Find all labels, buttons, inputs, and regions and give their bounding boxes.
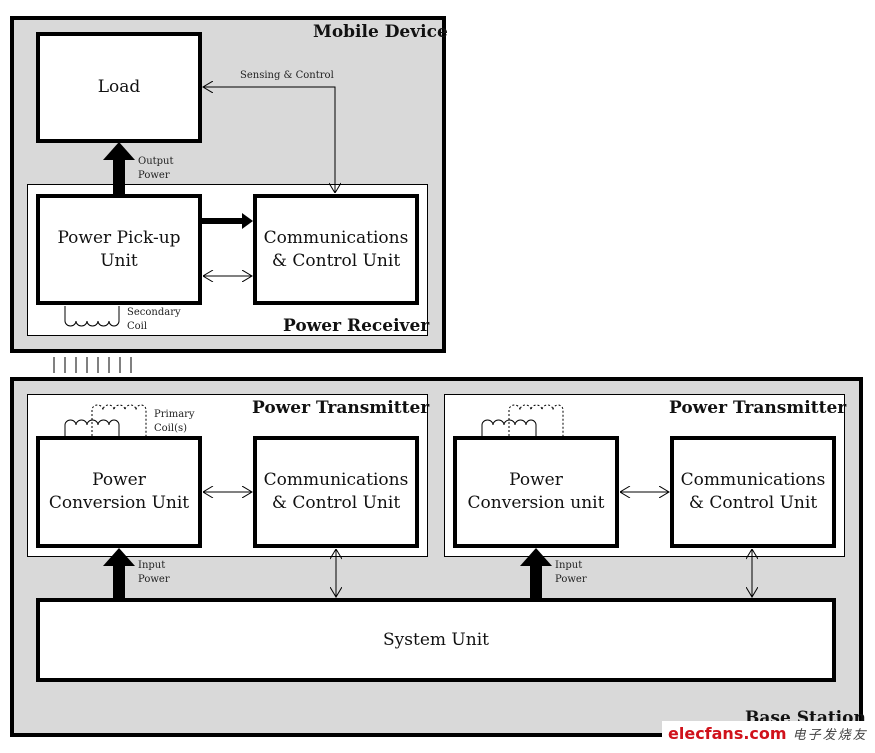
load-label: Load: [97, 77, 141, 97]
primary-coil-2-icon: [481, 404, 564, 436]
input-power-1-label: Input Power: [138, 560, 170, 585]
receiver-comms-control-unit-label: Communications & Control Unit: [263, 227, 409, 271]
magnetic-field-lines: [53, 357, 132, 373]
watermark-brand: elecfans.com: [668, 723, 787, 743]
transmitter-2-comms-control-unit-block: Communications & Control Unit: [670, 436, 836, 548]
transmitter-1-comms-control-unit-label: Communications & Control Unit: [263, 470, 409, 513]
primary-coil-1-icon: [64, 404, 147, 436]
input-power-1-arrow: [103, 548, 135, 598]
receiver-comms-control-unit-block: Communications & Control Unit: [253, 194, 419, 305]
transmitter-1-comms-control-unit-block: Communications & Control Unit: [253, 436, 419, 548]
power-pickup-unit-label: Power Pick-up Unit: [57, 227, 181, 271]
sensing-control-connector: [203, 87, 335, 193]
power-conversion-unit-2-label: Power Conversion unit: [467, 470, 605, 513]
power-conversion-unit-2-block: Power Conversion unit: [453, 436, 619, 548]
watermark-chinese: 电子发烧友: [792, 727, 868, 743]
secondary-coil-label: Secondary Coil: [127, 307, 181, 332]
output-power-label: Output Power: [138, 156, 174, 181]
watermark: elecfans.com 电子发烧友: [662, 721, 868, 745]
power-to-comms-arrow: [202, 213, 253, 229]
secondary-coil-icon: [64, 306, 120, 327]
power-pickup-unit-block: Power Pick-up Unit: [36, 194, 202, 305]
load-block: Load: [36, 32, 202, 143]
power-conversion-unit-1-block: Power Conversion Unit: [36, 436, 202, 548]
output-power-arrow: [103, 142, 135, 194]
power-receiver-title: Power Receiver: [283, 316, 430, 336]
power-transmitter-1-title: Power Transmitter: [252, 398, 430, 418]
power-transmitter-2-title: Power Transmitter: [669, 398, 847, 418]
transmitter-2-comms-control-unit-label: Communications & Control Unit: [680, 470, 826, 513]
sensing-control-label: Sensing & Control: [240, 70, 334, 81]
input-power-2-label: Input Power: [555, 560, 587, 585]
system-unit-block: System Unit: [36, 598, 836, 682]
mobile-device-title: Mobile Device: [313, 22, 448, 42]
input-power-2-arrow: [520, 548, 552, 598]
primary-coils-label: Primary Coil(s): [154, 409, 195, 434]
power-conversion-unit-1-label: Power Conversion Unit: [48, 470, 190, 513]
system-unit-label: System Unit: [383, 629, 489, 650]
